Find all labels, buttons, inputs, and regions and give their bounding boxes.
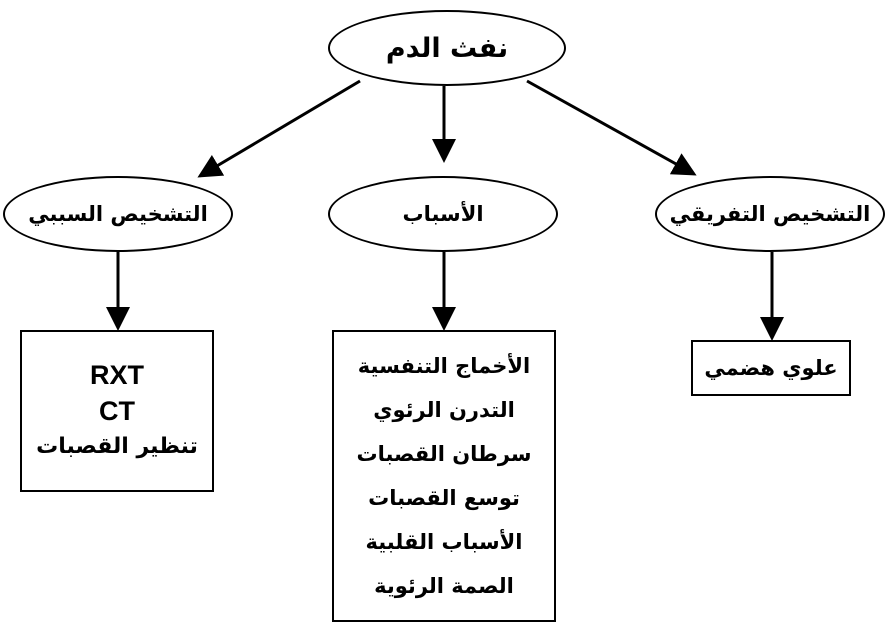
root-node: نفث الدم [328, 10, 566, 86]
box-item: سرطان القصبات [356, 442, 532, 466]
box-item: التدرن الرئوي [373, 398, 515, 422]
arrow-root-to-diag-cause [197, 79, 361, 178]
node-causal-diagnosis: التشخيص السببي [3, 176, 233, 252]
box-item: تنظير القصبات [36, 434, 198, 459]
box-differential-diagnosis-items: علوي هضمي [691, 340, 851, 396]
box-item: الصمة الرئوية [374, 574, 514, 598]
root-node-label: نفث الدم [385, 32, 509, 64]
node-differential-diagnosis: التشخيص التفريقي [655, 176, 885, 252]
box-causes-items: الأخماج التنفسية التدرن الرئوي سرطان الق… [332, 330, 556, 622]
node-causal-diagnosis-label: التشخيص السببي [28, 202, 208, 226]
box-item: RXT [90, 360, 144, 390]
box-item: علوي هضمي [704, 356, 838, 380]
box-item: توسع القصبات [368, 486, 520, 510]
arrow-root-to-diag-diff [526, 79, 697, 176]
box-item: الأخماج التنفسية [357, 354, 531, 378]
box-item: الأسباب القلبية [365, 530, 523, 554]
node-causes-label: الأسباب [402, 202, 484, 226]
box-causal-diagnosis-items: RXT CT تنظير القصبات [20, 330, 214, 492]
node-differential-diagnosis-label: التشخيص التفريقي [669, 202, 871, 226]
box-item: CT [99, 396, 135, 426]
node-causes: الأسباب [328, 176, 558, 252]
